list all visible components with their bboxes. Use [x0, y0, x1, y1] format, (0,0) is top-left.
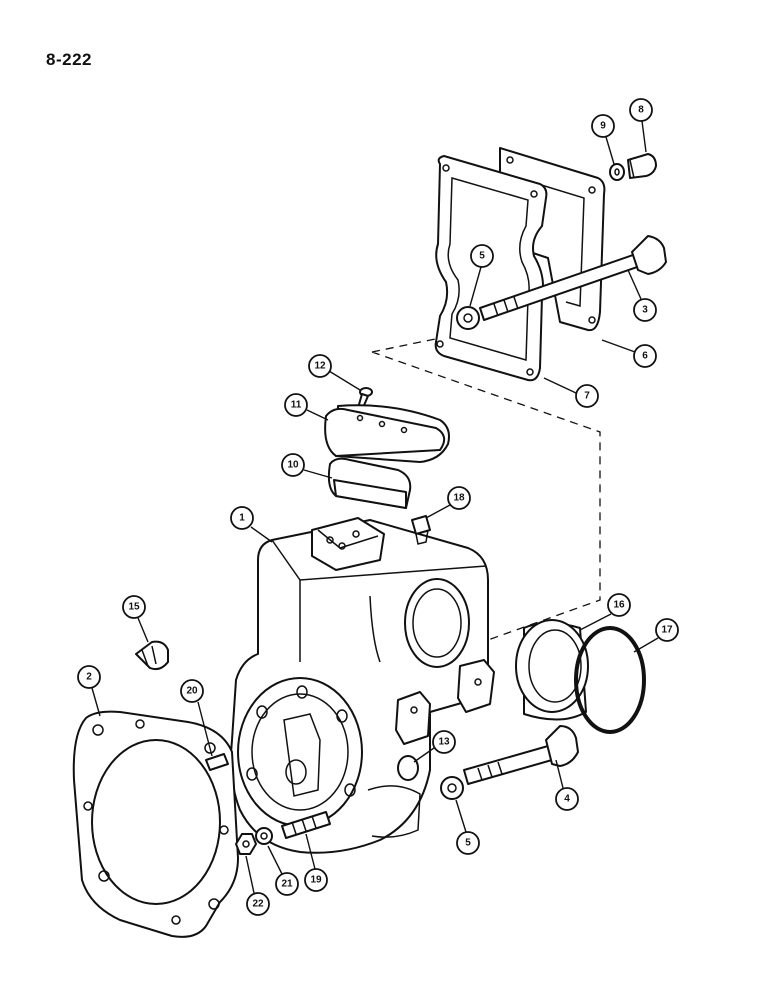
svg-text:20: 20	[186, 686, 198, 697]
stud-19	[281, 811, 331, 839]
callout-12: 12	[308, 354, 361, 391]
plug-15	[135, 640, 169, 671]
callout-4: 4	[555, 759, 579, 811]
cover-gasket	[434, 155, 548, 382]
svg-text:16: 16	[613, 600, 625, 611]
pin-20	[205, 753, 229, 771]
callout-7: 7	[543, 377, 599, 408]
svg-text:2: 2	[86, 672, 92, 683]
callout-20: 20	[180, 679, 213, 757]
fitting-18	[411, 515, 431, 545]
svg-text:22: 22	[252, 899, 264, 910]
svg-text:15: 15	[128, 602, 140, 613]
callout-6: 6	[601, 339, 657, 368]
alignment-guide	[371, 337, 601, 641]
svg-text:8: 8	[638, 105, 644, 116]
housing-1	[230, 517, 495, 854]
svg-text:10: 10	[287, 460, 299, 471]
callout-5-lower: 5	[455, 799, 480, 855]
screw-8	[627, 153, 657, 179]
callout-9: 9	[591, 114, 615, 165]
svg-text:11: 11	[291, 400, 302, 411]
callout-10: 10	[281, 453, 333, 479]
svg-text:6: 6	[642, 351, 648, 362]
page-number: 8-222	[46, 50, 92, 69]
callout-5-upper: 5	[469, 244, 494, 307]
gasket-2	[72, 710, 239, 938]
svg-text:5: 5	[479, 251, 485, 262]
o-ring-17	[574, 626, 646, 734]
block-10	[327, 457, 412, 509]
svg-text:7: 7	[584, 391, 590, 402]
callout-15: 15	[122, 595, 149, 643]
svg-text:18: 18	[453, 493, 465, 504]
svg-text:17: 17	[661, 625, 673, 636]
svg-text:4: 4	[564, 794, 570, 805]
nut-22	[235, 833, 257, 855]
callout-13: 13	[413, 730, 456, 763]
sleeve-16	[515, 619, 589, 721]
callout-11: 11	[284, 393, 329, 421]
callout-19: 19	[304, 833, 328, 892]
cap-11	[324, 404, 450, 463]
washer-9	[609, 163, 625, 181]
long-bolt	[479, 235, 667, 321]
callout-17: 17	[633, 618, 679, 653]
svg-text:21: 21	[281, 879, 293, 890]
svg-text:13: 13	[438, 737, 450, 748]
callout-16: 16	[579, 593, 631, 631]
svg-text:12: 12	[314, 361, 326, 372]
callout-2: 2	[77, 665, 101, 717]
washer-21	[255, 827, 273, 845]
star-washer-lower	[440, 776, 464, 800]
callout-8: 8	[629, 98, 653, 153]
callout-1: 1	[230, 506, 273, 543]
star-washer-upper	[456, 306, 480, 330]
svg-text:3: 3	[642, 305, 648, 316]
svg-text:19: 19	[310, 875, 322, 886]
callout-18: 18	[425, 486, 471, 519]
callout-22: 22	[245, 855, 270, 916]
callout-21: 21	[267, 845, 299, 896]
svg-text:1: 1	[239, 513, 245, 524]
svg-text:5: 5	[465, 838, 471, 849]
svg-text:9: 9	[600, 121, 606, 132]
callout-3: 3	[627, 269, 657, 322]
bolt-4	[463, 725, 579, 785]
